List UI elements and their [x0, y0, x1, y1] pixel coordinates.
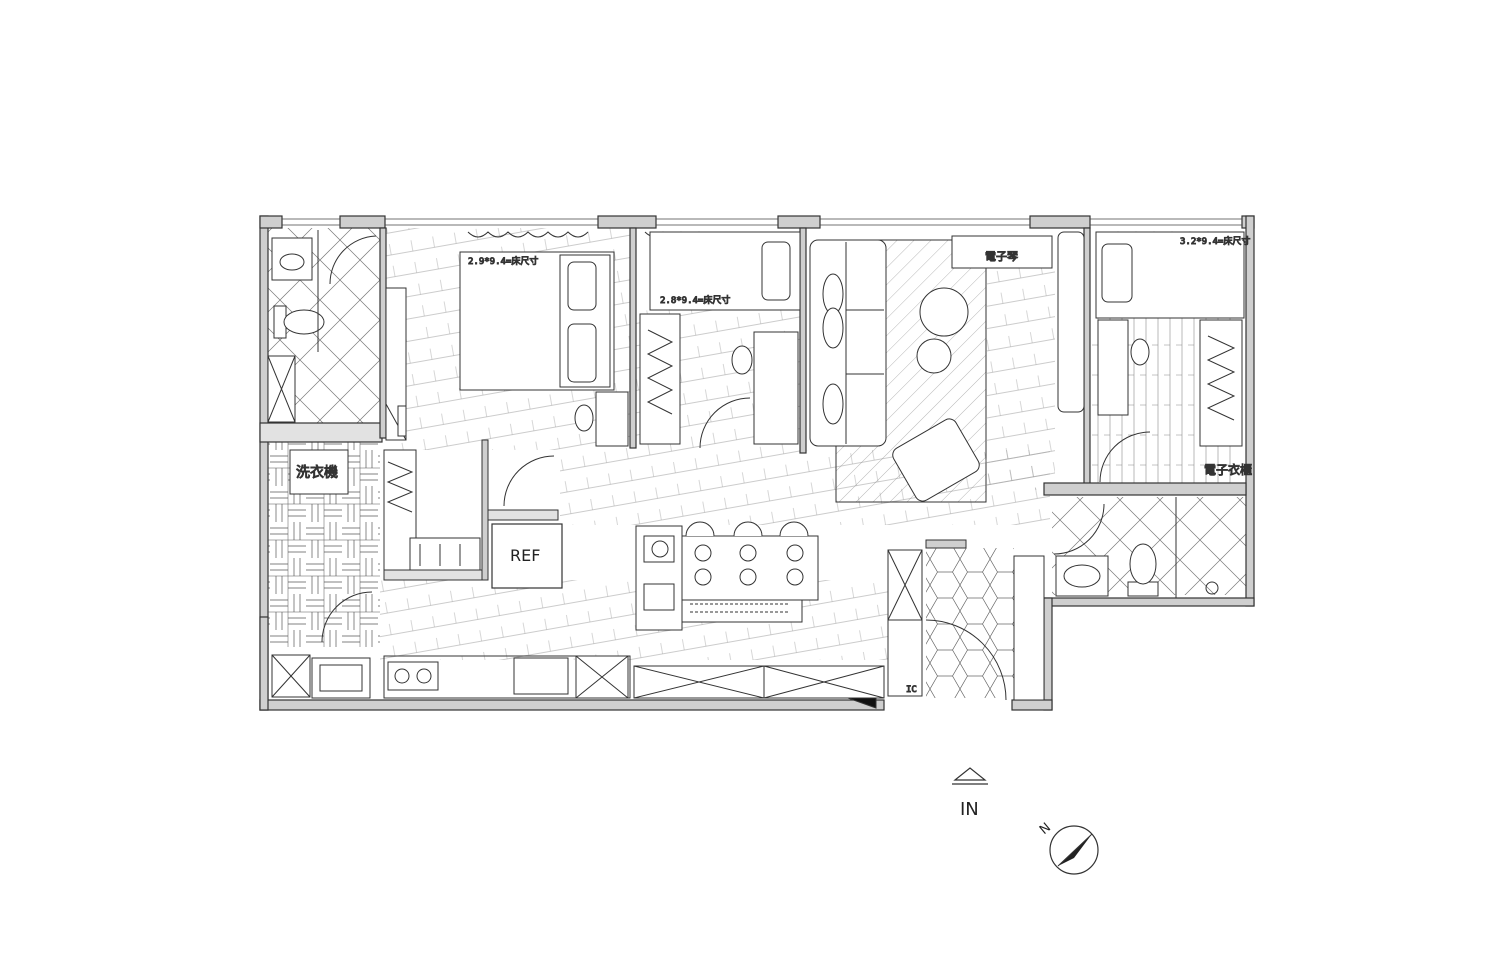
north-label: N — [1037, 820, 1054, 838]
bath-washbasin — [1055, 555, 1109, 597]
coffee-table — [919, 287, 969, 337]
right-bathroom — [1053, 497, 1219, 598]
sofa — [809, 239, 887, 447]
laundry: 洗衣機 — [271, 449, 373, 699]
master-bedroom: 2.9*9.4=床尺寸 — [385, 231, 629, 447]
entrance-label: IN — [960, 799, 979, 820]
e-piano — [951, 235, 1053, 269]
pillow — [761, 241, 791, 301]
kitchen-counter — [383, 655, 631, 699]
washbasin — [271, 237, 313, 281]
washing-machine — [289, 449, 349, 495]
second-wardrobe — [639, 313, 681, 445]
corridor-closet — [383, 439, 555, 581]
second-bedroom: 2.8*9.4=床尺寸 — [639, 231, 801, 449]
pillow — [567, 261, 597, 311]
refrigerator-label: REF — [510, 546, 540, 565]
cooktop — [387, 661, 439, 691]
second-desk — [753, 331, 799, 445]
living-room: 電子琴 — [809, 235, 1053, 502]
entrance-marker: IN — [952, 767, 988, 820]
e-wardrobe — [1199, 319, 1243, 447]
third-bedroom: 3.2*9.4=床尺寸 電子衣櫃 — [1057, 231, 1253, 483]
dining-kitchen — [383, 521, 885, 699]
up-arrow-icon — [953, 767, 987, 781]
corridor-floor — [985, 260, 1055, 490]
dining-chairs — [685, 521, 809, 586]
master-bed-size: 2.9*9.4=床尺寸 — [468, 255, 538, 267]
washing-machine-label: 洗衣機 — [296, 465, 338, 481]
tall-cabinets — [633, 665, 885, 699]
laundry-sink — [311, 657, 371, 699]
third-desk — [1097, 319, 1129, 416]
entry: IC — [847, 539, 1045, 709]
pillow — [567, 323, 597, 383]
ic-label: IC — [906, 685, 917, 695]
refrigerator: REF — [487, 509, 563, 589]
shoe-cabinet — [887, 549, 923, 697]
kitchen-sink — [513, 657, 569, 695]
north-compass-icon: N — [1037, 820, 1099, 875]
e-wardrobe-label: 電子衣櫃 — [1204, 462, 1252, 477]
third-bed-size: 3.2*9.4=床尺寸 — [1180, 235, 1250, 247]
pillow — [1101, 243, 1133, 303]
windows — [282, 218, 1242, 226]
second-bed-size: 2.8*9.4=床尺寸 — [660, 294, 730, 306]
armchair — [892, 418, 980, 502]
master-desk — [595, 391, 629, 447]
e-piano-label: 電子琴 — [985, 250, 1018, 263]
left-bathroom — [267, 230, 377, 423]
walls — [259, 215, 1255, 711]
entry-hex-tiles — [926, 548, 1014, 698]
master-wardrobe — [385, 287, 407, 441]
